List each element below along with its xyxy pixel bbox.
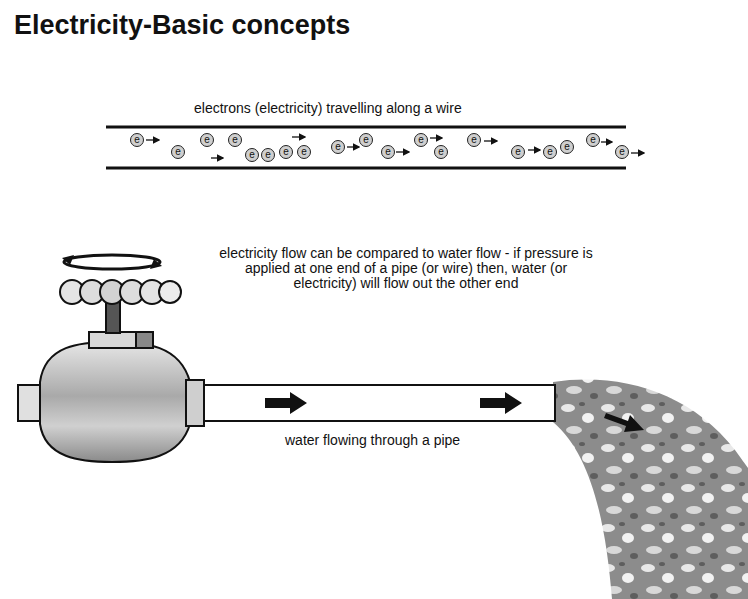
electron-label: e <box>204 135 210 145</box>
motion-arrows <box>146 137 644 158</box>
electron-circle: e <box>511 145 525 159</box>
electron-circle: e <box>279 145 293 159</box>
electron-circle: e <box>331 140 345 154</box>
flow-arrows <box>265 392 644 432</box>
electron-circle: e <box>543 145 557 159</box>
electron-label: e <box>515 147 521 157</box>
electron-label: e <box>301 147 307 157</box>
electron-label: e <box>265 150 271 160</box>
electron-circle: e <box>297 145 311 159</box>
valve <box>18 280 204 462</box>
diagram-title: Electricity-Basic concepts <box>14 10 350 41</box>
electron-circle: e <box>200 133 214 147</box>
electron-label: e <box>175 147 181 157</box>
electron-circle: e <box>467 133 481 147</box>
electron-label: e <box>385 147 391 157</box>
electron-label: e <box>232 135 238 145</box>
electron-label: e <box>547 147 553 157</box>
electron-label: e <box>134 135 140 145</box>
electron-circle: e <box>245 148 259 162</box>
electron-circle: e <box>434 145 448 159</box>
electron-circle: e <box>130 133 144 147</box>
electron-label: e <box>438 147 444 157</box>
rotation-arrow <box>62 255 162 269</box>
pipe <box>203 385 555 421</box>
electron-label: e <box>249 150 255 160</box>
electron-circle: e <box>381 145 395 159</box>
electron-circle: e <box>171 145 185 159</box>
electron-label: e <box>363 135 369 145</box>
electron-label: e <box>564 142 570 152</box>
pipe-caption: water flowing through a pipe <box>285 432 460 448</box>
electron-circle: e <box>228 133 242 147</box>
electron-label: e <box>619 147 625 157</box>
electron-label: e <box>590 135 596 145</box>
electron-label: e <box>335 142 341 152</box>
electron-circle: e <box>560 140 574 154</box>
electron-label: e <box>471 135 477 145</box>
electron-circle: e <box>359 133 373 147</box>
wire <box>106 127 626 168</box>
electron-label: e <box>418 135 424 145</box>
electron-circle: e <box>414 133 428 147</box>
analogy-note: electricity flow can be compared to wate… <box>218 246 594 291</box>
electron-circle: e <box>586 133 600 147</box>
electron-circle: e <box>261 148 275 162</box>
water-stream <box>553 380 748 599</box>
electron-label: e <box>283 147 289 157</box>
electron-circle: e <box>615 145 629 159</box>
wire-caption: electrons (electricity) travelling along… <box>194 100 462 116</box>
